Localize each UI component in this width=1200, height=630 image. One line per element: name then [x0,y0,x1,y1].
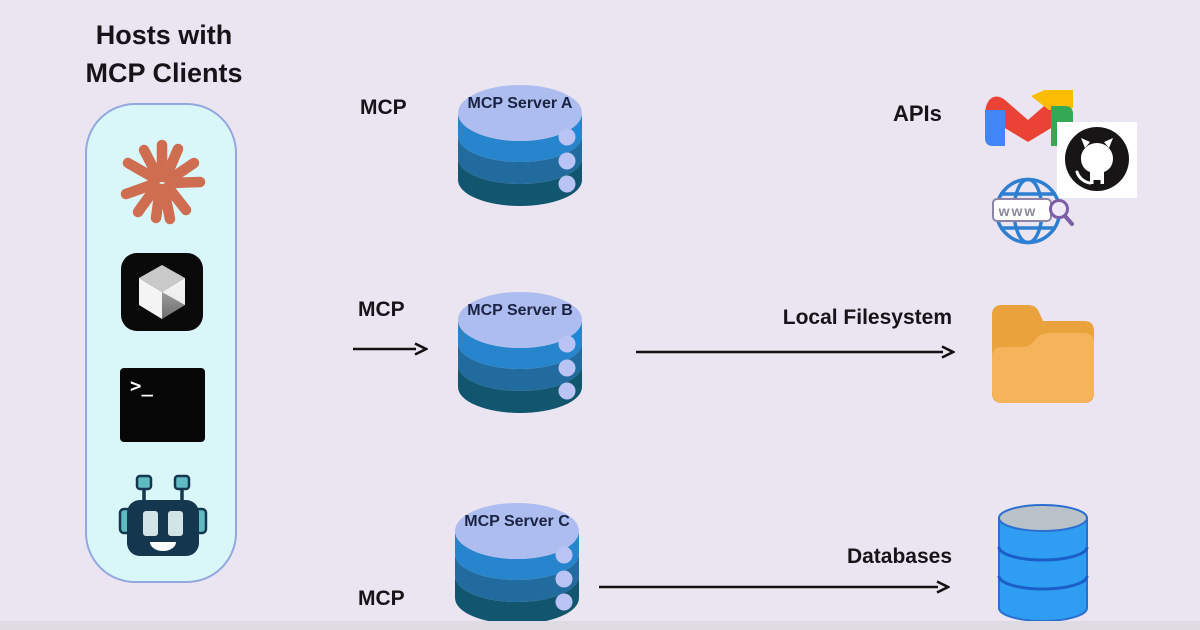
arrow-mcp-to-server-b [353,342,428,356]
cursor-app-icon [121,253,203,331]
hosts-title-line1: Hosts with [95,20,233,50]
web-globe-icon: www [992,177,1074,245]
server-cylinder-icon [455,503,579,624]
server-b-label: MCP Server B [467,302,573,319]
mcp-server-b: MCP Server B [456,291,584,415]
robot-icon [118,474,208,556]
arrow-server-c-to-databases [599,580,950,594]
terminal-icon: >_ [120,368,205,442]
server-cylinder-icon [458,292,582,413]
database-icon [997,504,1089,622]
server-cylinder-icon [458,85,582,206]
claude-logo-icon [120,139,206,225]
apis-label: APIs [893,101,942,126]
mcp-label-c: MCP [358,587,405,610]
local-filesystem-label: Local Filesystem [782,306,952,329]
bottom-strip [0,621,1200,630]
www-badge-text: www [998,203,1038,219]
hosts-title: Hosts with MCP Clients [58,16,270,92]
mcp-label-a: MCP [360,96,407,119]
server-c-label: MCP Server C [464,513,570,530]
github-octocat-icon [1065,127,1129,191]
server-a-label: MCP Server A [467,95,573,112]
folder-icon [992,305,1094,403]
mcp-server-c: MCP Server C [453,502,581,626]
github-icon [1057,122,1137,198]
databases-label: Databases [846,545,952,568]
arrow-server-b-to-filesystem [636,345,955,359]
mcp-label-b: MCP [358,298,405,321]
terminal-prompt: >_ [130,375,153,397]
mcp-server-a: MCP Server A [456,84,584,208]
hosts-title-line2: MCP Clients [85,58,243,88]
